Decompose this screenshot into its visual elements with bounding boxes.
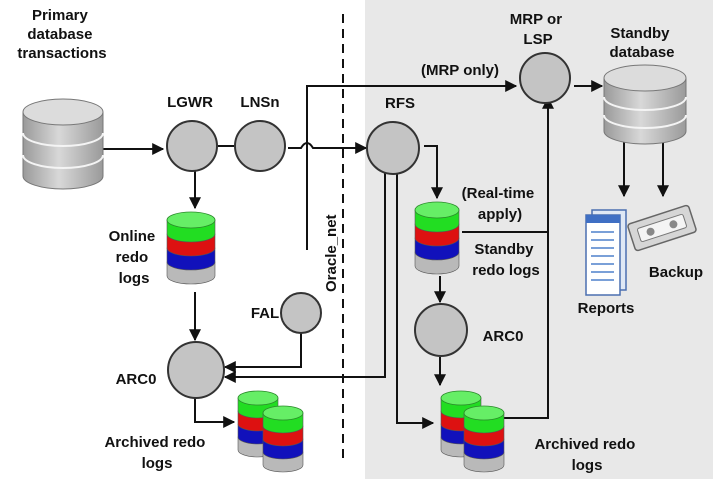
arrow-lns-to-rfs xyxy=(288,142,368,154)
reports-icon xyxy=(585,209,627,296)
standby-database-icon xyxy=(603,64,687,145)
arrow-mrp-only xyxy=(306,80,518,250)
mrp-lsp-process xyxy=(519,52,571,104)
fal-label: FAL xyxy=(251,305,279,322)
mrp-only-label: (MRP only) xyxy=(421,62,499,79)
lgwr-process xyxy=(166,120,218,172)
online-redo-log-stack xyxy=(166,211,216,285)
archived-standby-log-b xyxy=(463,405,505,473)
arc0-primary-process xyxy=(167,341,225,399)
primary-database-icon xyxy=(22,98,104,190)
mrp-lsp-label: MRP or LSP xyxy=(510,11,566,48)
lgwr-label: LGWR xyxy=(167,94,213,111)
arrow-rfs-to-standby-redo xyxy=(424,145,443,200)
oracle-net-label: Oracle_net xyxy=(323,214,340,292)
line-archived-to-mrp xyxy=(496,96,554,419)
reports-label: Reports xyxy=(578,300,635,317)
standby-database-label: Standby database xyxy=(609,25,674,61)
real-time-apply-label: (Real-time apply) xyxy=(462,185,539,223)
arrow-arc0-to-archived xyxy=(194,398,236,428)
arc0-standby-process xyxy=(414,303,468,357)
arrow-standby-to-arc0 xyxy=(223,148,386,383)
archived-primary-label: Archived redo logs xyxy=(104,434,209,472)
lns-process xyxy=(234,120,286,172)
arc0-primary-label: ARC0 xyxy=(116,371,157,388)
rfs-label: RFS xyxy=(385,95,415,112)
archived-primary-log-b xyxy=(262,405,304,473)
backup-label: Backup xyxy=(649,264,703,281)
standby-redo-label: Standby redo logs xyxy=(472,241,540,279)
log-stacks xyxy=(166,201,505,473)
fal-process xyxy=(280,292,322,334)
lns-label: LNSn xyxy=(240,94,279,111)
online-redo-label: Online redo logs xyxy=(109,228,160,287)
arrow-fal-to-arc0 xyxy=(223,333,302,373)
backup-tape-icon xyxy=(627,204,697,252)
arc0-standby-label: ARC0 xyxy=(483,328,524,345)
archived-standby-label: Archived redo logs xyxy=(534,436,639,474)
arrow-rfs-to-archived-standby xyxy=(396,174,435,429)
primary-transactions-label: Primary database transactions xyxy=(17,7,106,62)
standby-redo-log-stack xyxy=(414,201,460,275)
rfs-process xyxy=(366,121,420,175)
